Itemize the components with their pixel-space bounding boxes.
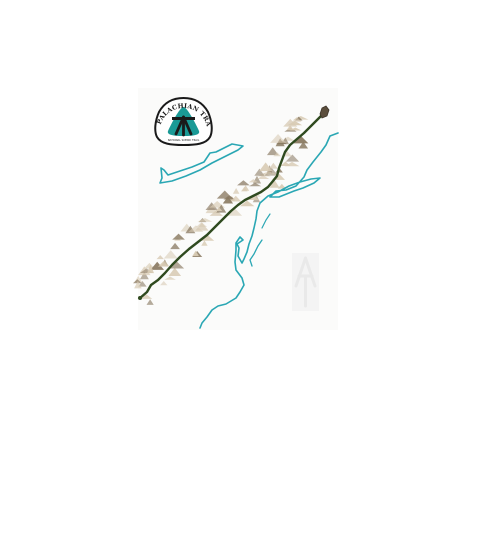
mountain-peak: [144, 262, 155, 269]
mountain-peak: [287, 120, 303, 126]
mountain-peak: [164, 276, 176, 280]
mountain-peak: [242, 185, 250, 191]
mountain-peak: [256, 175, 270, 179]
mountain-peak: [266, 147, 279, 156]
atlantic-coastline: [199, 132, 339, 329]
lake-erie: [159, 143, 244, 184]
mountain-peak: [249, 182, 262, 187]
mountain-peak: [273, 152, 282, 157]
mountain-peak: [132, 279, 142, 284]
mountain-peak: [172, 233, 185, 240]
mountain-peak: [170, 242, 180, 250]
logo-arc-text: APPALACHIAN TRAIL: [0, 0, 212, 128]
mountain-peak: [285, 154, 300, 162]
mountain-peak: [286, 125, 294, 131]
appalachian-trail-logo: APPALACHIAN TRAIL NATIONAL SCENIC TRAIL: [0, 0, 213, 147]
mountain-peak: [134, 280, 142, 289]
mountain-peak: [168, 261, 185, 269]
delaware-shore: [261, 213, 271, 229]
mountain-peak: [216, 190, 233, 199]
mountain-peak: [260, 171, 277, 175]
mountain-peak: [168, 267, 182, 277]
mountain-peak: [269, 179, 280, 188]
trail-line: [138, 111, 326, 300]
mountain-peak: [146, 299, 154, 305]
mountain-peak: [156, 255, 164, 260]
mountain-peak: [270, 134, 286, 143]
mountain-peak: [226, 207, 243, 216]
mountain-peak: [160, 280, 168, 286]
mountain-peak: [248, 179, 258, 183]
mountain-peak: [201, 240, 208, 246]
chesapeake-shore: [249, 239, 263, 267]
mountain-peak: [269, 162, 278, 169]
springer-mountain-terminus: [138, 296, 142, 300]
mountain-peak: [215, 207, 223, 212]
mountain-peak: [230, 195, 242, 202]
mountain-peak: [259, 162, 273, 172]
katahdin-terminus: [319, 105, 330, 119]
mountain-peak: [139, 271, 149, 280]
mountain-peak: [163, 250, 178, 259]
mountain-peak: [192, 250, 199, 256]
mountain-peak: [150, 261, 165, 270]
mountain-peak: [280, 161, 291, 166]
mountain-peak: [289, 127, 302, 131]
mountain-peak: [197, 218, 213, 222]
mountain-peak: [157, 261, 169, 267]
mountain-peak: [277, 183, 287, 189]
faded-trail-marker-watermark: [292, 253, 319, 311]
mountain-peak: [298, 141, 309, 149]
mountain-peak: [195, 222, 209, 231]
mountain-peak: [222, 196, 234, 204]
mountain-peak: [147, 264, 154, 274]
mountain-peak: [239, 200, 255, 207]
mountain-relief: [132, 115, 309, 305]
logo-sub-text: NATIONAL SCENIC TRAIL: [168, 138, 200, 142]
mountain-peak: [292, 117, 302, 122]
mountain-peak: [293, 136, 309, 144]
mountain-peak: [237, 180, 250, 186]
mountain-peak: [138, 280, 147, 287]
mountain-peak: [232, 188, 240, 194]
